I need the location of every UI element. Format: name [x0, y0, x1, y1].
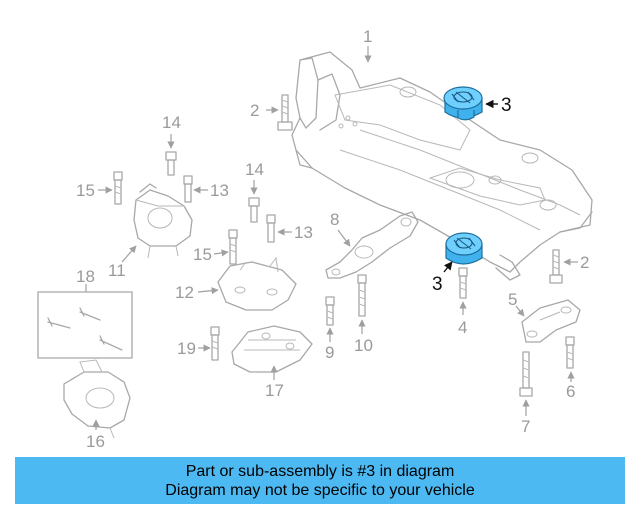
callout-15-lower: 15: [193, 245, 212, 264]
callout-3-upper: 3: [501, 95, 512, 116]
bolt-14-lower: [248, 197, 260, 223]
bolt-7: [519, 351, 533, 397]
callout-4: 4: [458, 318, 467, 337]
banner-line-part-number: Part or sub-assembly is #3 in diagram: [185, 462, 455, 480]
mount-assembly-16: [63, 359, 131, 439]
bolt-15-upper: [113, 171, 123, 205]
bolt-2-left: [277, 94, 293, 131]
callout-3-lower: 3: [432, 274, 443, 295]
callout-16: 16: [86, 432, 105, 451]
callout-1: 1: [363, 27, 372, 46]
callout-14-lower: 14: [245, 160, 264, 179]
callout-9: 9: [325, 343, 334, 362]
bolt-9: [325, 296, 335, 326]
callout-17: 17: [265, 381, 284, 400]
bolt-13-upper: [183, 175, 193, 203]
callout-2-right: 2: [580, 253, 589, 272]
callout-19: 19: [177, 339, 196, 358]
bracket-5: [521, 299, 581, 343]
subframe-bushing-upper: [443, 86, 483, 121]
callout-13-lower: 13: [294, 223, 313, 242]
subframe-bushing-lower: [445, 232, 483, 265]
bolt-14-upper: [165, 151, 177, 176]
bolt-4: [458, 267, 468, 299]
callout-12: 12: [175, 283, 194, 302]
parts-diagram: 1 2 2 3 3 4 5 6 7 8 9 10 11 12 13 13 14 …: [37, 27, 593, 451]
callout-2-left: 2: [250, 101, 259, 120]
bolt-19: [210, 326, 220, 361]
bolt-15-lower: [228, 229, 238, 265]
transmission-mount-17: [231, 325, 313, 373]
hardware-kit-18: [37, 291, 133, 359]
callout-5: 5: [508, 290, 517, 309]
callout-15-upper: 15: [76, 181, 95, 200]
banner-line-disclaimer: Diagram may not be specific to your vehi…: [165, 481, 475, 499]
torque-rod-8: [325, 211, 419, 279]
subframe-crossmember: [291, 51, 593, 281]
mount-bracket-12: [217, 256, 297, 311]
bolt-13-lower: [266, 214, 276, 243]
callout-13-upper: 13: [210, 181, 229, 200]
bolt-2-right: [549, 249, 563, 284]
callout-14-upper: 14: [162, 113, 181, 132]
engine-mount-11: [133, 183, 193, 259]
callout-6: 6: [566, 382, 575, 401]
callout-7: 7: [521, 417, 530, 436]
callout-10: 10: [354, 336, 373, 355]
bolt-10: [357, 274, 367, 317]
callout-11: 11: [108, 261, 126, 280]
callout-18: 18: [76, 267, 95, 286]
callout-8: 8: [330, 210, 339, 229]
notice-banner: Part or sub-assembly is #3 in diagram Di…: [15, 457, 625, 504]
bolt-6: [565, 336, 575, 369]
